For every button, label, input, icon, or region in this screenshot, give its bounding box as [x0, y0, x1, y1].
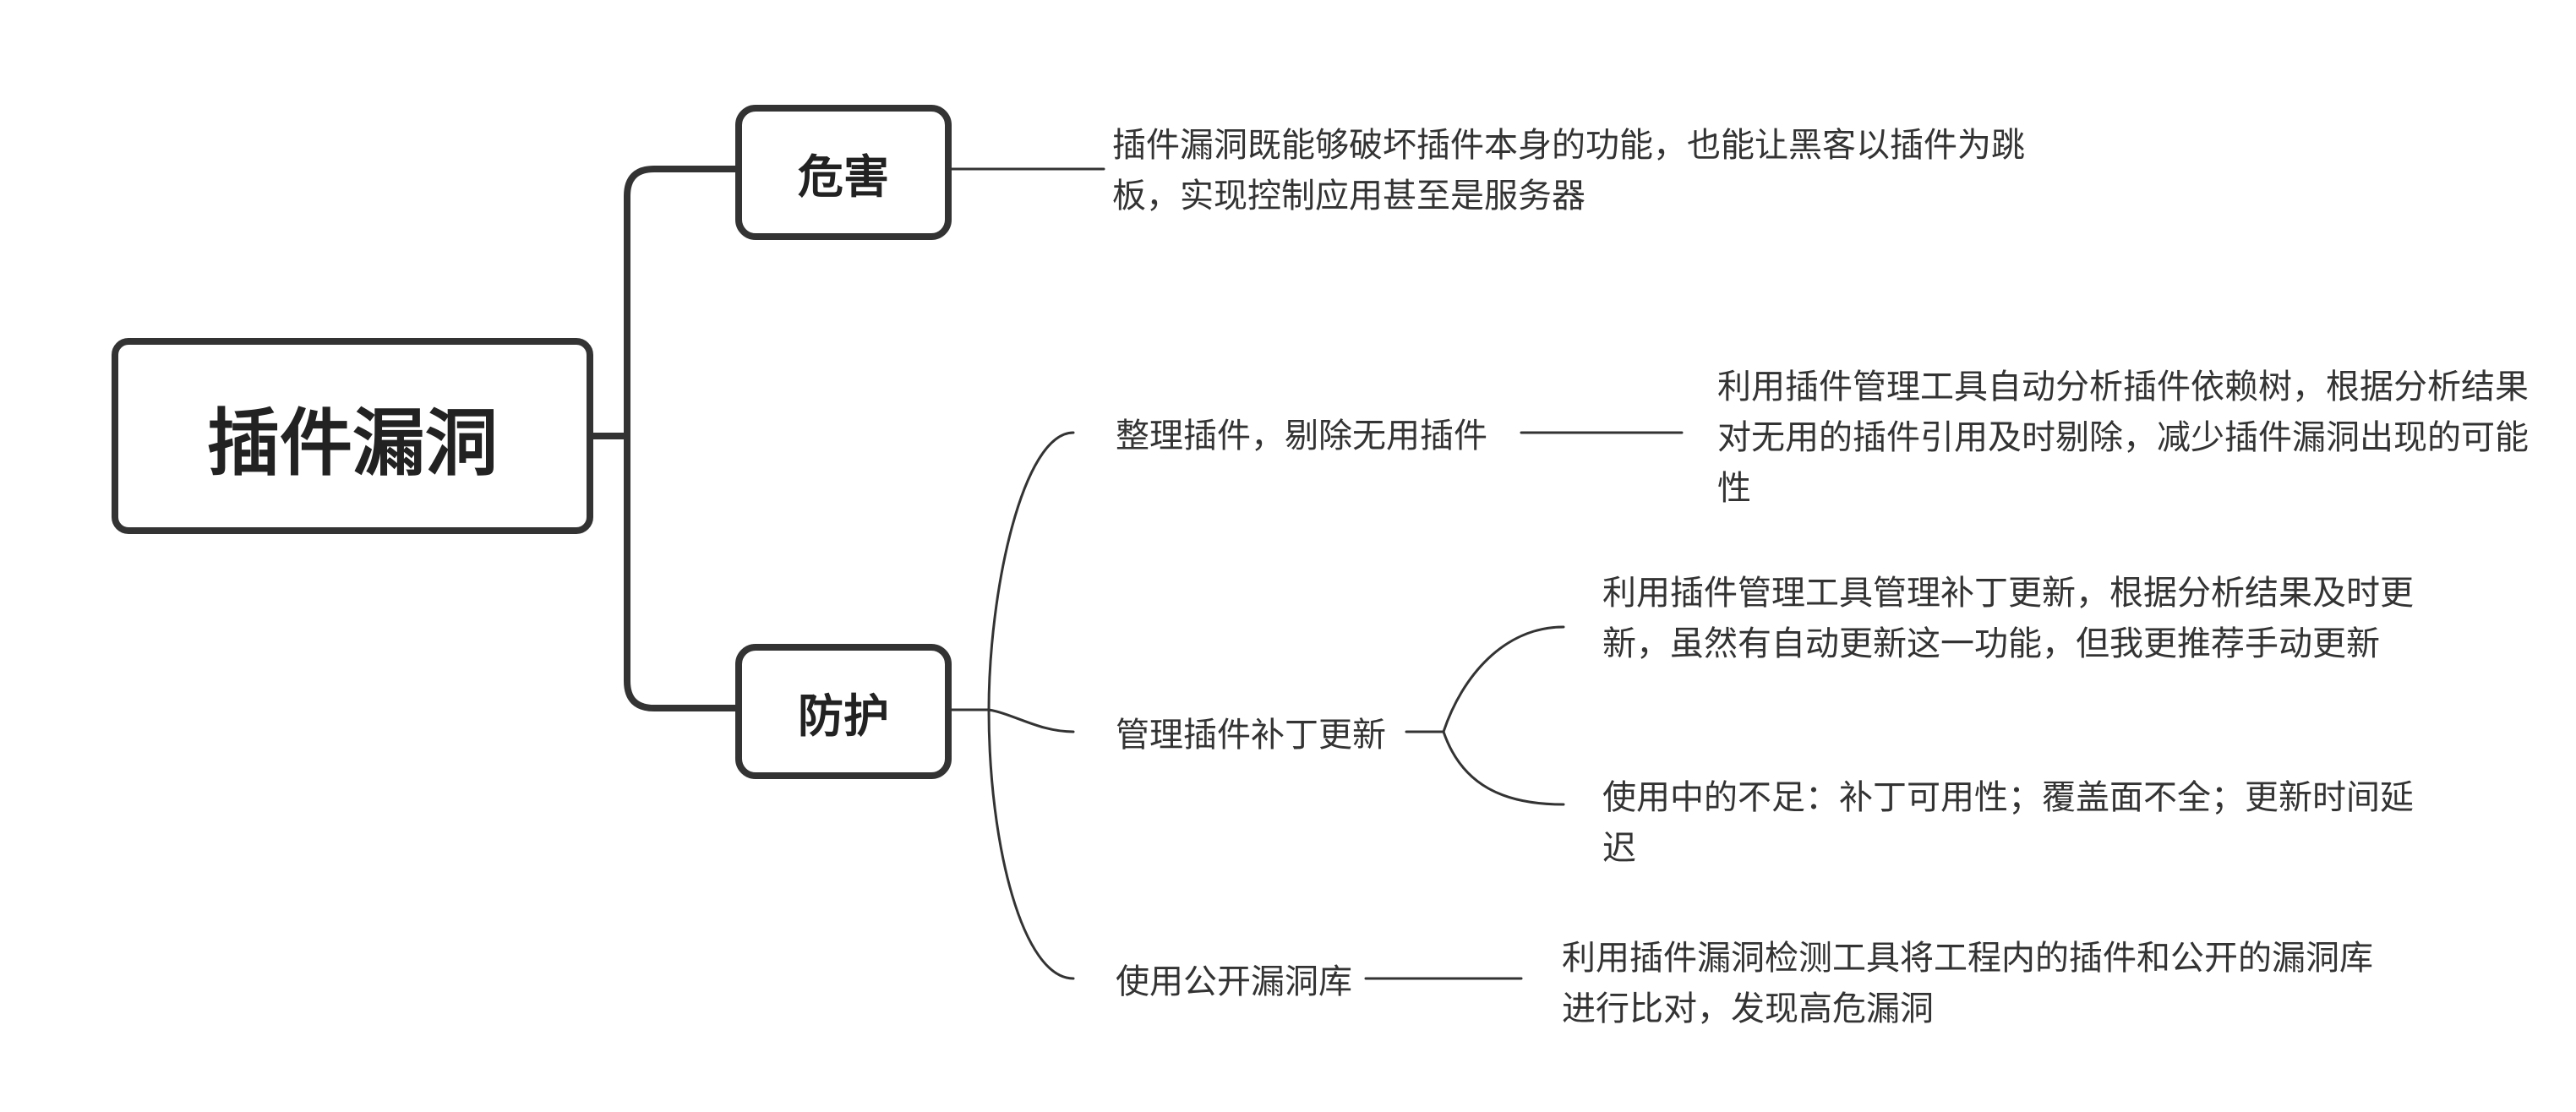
branch-public-vuln-db-label[interactable]: 使用公开漏洞库 [1116, 962, 1352, 1001]
branch-patch-management-detail: 利用插件管理工具管理补丁更新，根据分析结果及时更新，虽然有自动更新这一功能，但我… [1602, 574, 2414, 663]
protect-to-branch2-curve [987, 708, 1075, 733]
branch2-to-detail1-curve [1442, 625, 1565, 733]
root-topic-label: 插件漏洞 [207, 401, 498, 486]
branch-patch-management-label[interactable]: 管理插件补丁更新 [1116, 716, 1386, 755]
protect-to-branch3-curve [987, 708, 1075, 980]
root-topic-node[interactable]: 插件漏洞 [112, 338, 593, 534]
branch2-to-detail2-curve [1442, 730, 1565, 806]
branch-cleanup-plugins-label[interactable]: 整理插件，剔除无用插件 [1116, 417, 1487, 455]
hazard-description: 插件漏洞既能够破坏插件本身的功能，也能让黑客以插件为跳板，实现控制应用甚至是服务… [1112, 126, 2025, 215]
protection-topic-label: 防护 [798, 689, 889, 743]
branch-public-vuln-db-detail: 利用插件漏洞检测工具将工程内的插件和公开的漏洞库进行比对，发现高危漏洞 [1562, 939, 2373, 1028]
root-to-hazard-connector [624, 166, 739, 439]
protect-to-branch1-curve [987, 431, 1075, 711]
hazard-topic-node[interactable]: 危害 [735, 105, 952, 240]
branch-cleanup-plugins-detail: 利用插件管理工具自动分析插件依赖树，根据分析结果对无用的插件引用及时剔除，减少插… [1717, 368, 2529, 508]
hazard-topic-label: 危害 [798, 150, 889, 204]
protection-topic-node[interactable]: 防护 [735, 644, 952, 779]
root-to-protect-connector [624, 433, 739, 711]
branch-patch-management-shortcomings: 使用中的不足：补丁可用性；覆盖面不全；更新时间延迟 [1602, 778, 2414, 868]
